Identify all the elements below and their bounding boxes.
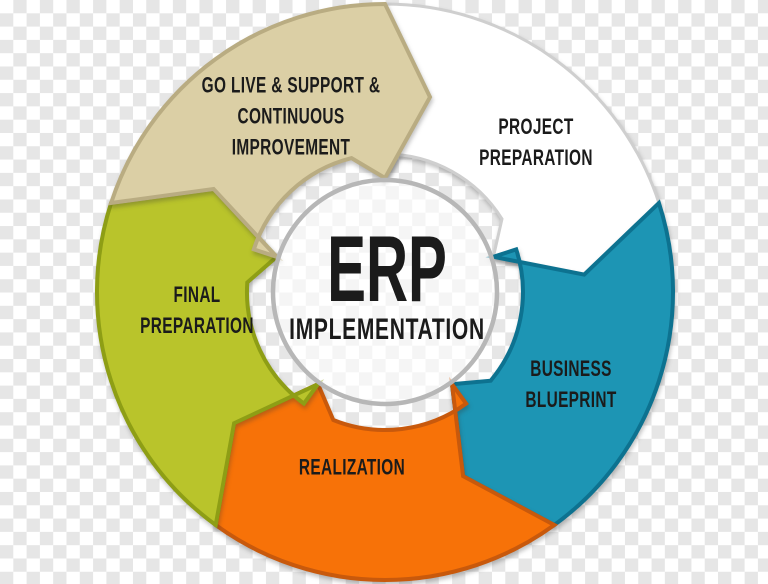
label-go-live-support: GO LIVE & SUPPORT & CONTINUOUS IMPROVEME… [163,70,418,163]
segment-final-preparation [95,186,325,529]
label-final-preparation-text: FINAL PREPARATION [140,282,254,338]
center-subtitle: IMPLEMENTATION [247,315,527,345]
center-circle [270,177,500,407]
segment-go-live-support [108,1,433,262]
label-project-preparation-text: PROJECT PREPARATION [479,114,593,170]
label-realization: REALIZATION [276,452,428,483]
center-title: ERP [290,222,483,316]
segment-realization [213,376,559,583]
center-title-text: ERP [327,216,447,321]
label-project-preparation: PROJECT PREPARATION [455,111,617,173]
label-realization-text: REALIZATION [298,454,406,480]
label-business-blueprint-text: BUSINESS BLUEPRINT [525,356,617,412]
cycle-segments [95,1,675,583]
segment-project-preparation [382,2,661,277]
segment-business-blueprint [449,199,675,528]
label-business-blueprint: BUSINESS BLUEPRINT [506,353,636,415]
center-subtitle-text: IMPLEMENTATION [289,313,485,346]
label-final-preparation: FINAL PREPARATION [116,279,278,341]
label-go-live-support-text: GO LIVE & SUPPORT & CONTINUOUS IMPROVEME… [201,72,381,160]
